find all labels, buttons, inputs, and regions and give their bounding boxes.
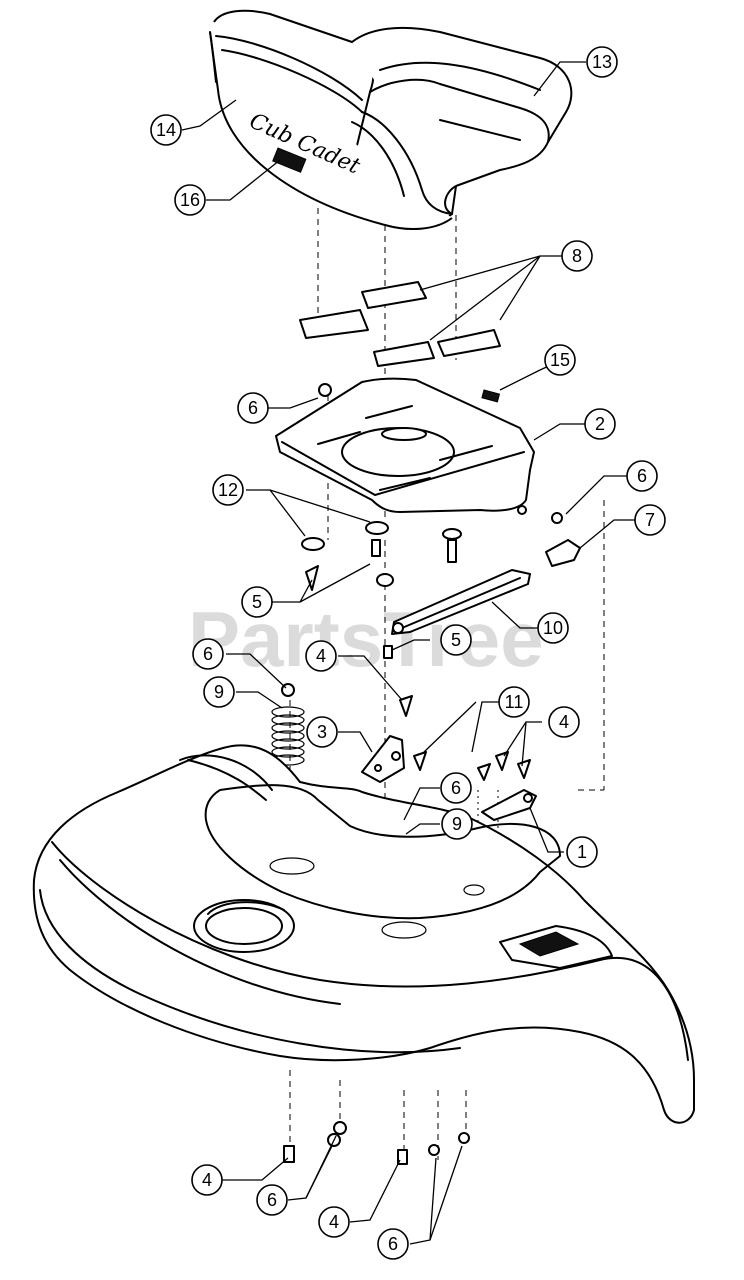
svg-text:6: 6 (388, 1234, 398, 1254)
callout-4d: 4 (318, 1206, 350, 1238)
svg-text:11: 11 (505, 692, 524, 712)
callout-6d: 6 (440, 772, 472, 804)
callout-10: 10 (537, 612, 569, 644)
svg-text:5: 5 (252, 592, 262, 612)
watermark-text: PartsTree (188, 595, 544, 683)
svg-text:4: 4 (316, 646, 326, 666)
callout-6c: 6 (192, 638, 224, 670)
svg-text:7: 7 (645, 510, 655, 530)
svg-text:4: 4 (559, 712, 569, 732)
fender (32, 744, 695, 1124)
callout-4a: 4 (305, 640, 337, 672)
svg-text:4: 4 (329, 1212, 339, 1232)
svg-text:5: 5 (451, 630, 461, 650)
svg-text:9: 9 (214, 682, 224, 702)
callout-12: 12 (212, 474, 244, 506)
svg-text:2: 2 (595, 414, 605, 434)
svg-text:3: 3 (317, 722, 327, 742)
callout-8: 8 (561, 240, 593, 272)
svg-text:6: 6 (203, 644, 213, 664)
svg-text:6: 6 (248, 398, 258, 418)
svg-text:9: 9 (452, 814, 462, 834)
callout-14: 14 (150, 114, 182, 146)
callout-4c: 4 (191, 1164, 223, 1196)
hardware-row (301, 512, 581, 591)
callout-5a: 5 (241, 586, 273, 618)
svg-text:1: 1 (577, 842, 587, 862)
callouts: 13 14 16 8 15 6 2 12 6 7 5 10 5 6 4 9 11… (150, 46, 666, 1260)
callout-3: 3 (306, 716, 338, 748)
svg-text:13: 13 (592, 52, 612, 72)
callout-9b: 9 (441, 808, 473, 840)
seat: Cub Cadet (209, 9, 573, 230)
svg-text:10: 10 (543, 618, 563, 638)
svg-text:4: 4 (202, 1170, 212, 1190)
bottom-hardware (283, 1121, 470, 1165)
callout-6b: 6 (626, 460, 658, 492)
callout-1: 1 (566, 836, 598, 868)
callout-11: 11 (498, 686, 530, 718)
svg-text:6: 6 (637, 466, 647, 486)
callout-4b: 4 (548, 706, 580, 738)
seat-pads (299, 281, 501, 367)
callout-13: 13 (586, 46, 618, 78)
callout-6e: 6 (256, 1184, 288, 1216)
callout-6a: 6 (237, 392, 269, 424)
svg-text:6: 6 (267, 1190, 277, 1210)
callout-15: 15 (544, 344, 576, 376)
svg-text:15: 15 (550, 350, 570, 370)
svg-text:16: 16 (180, 190, 200, 210)
callout-5b: 5 (440, 624, 472, 656)
callout-9a: 9 (203, 676, 235, 708)
callout-7: 7 (634, 504, 666, 536)
svg-text:14: 14 (156, 120, 176, 140)
slide-rail (383, 569, 531, 659)
svg-text:8: 8 (572, 246, 582, 266)
svg-text:12: 12 (218, 480, 238, 500)
seat-pan (275, 377, 535, 515)
callout-6f: 6 (377, 1228, 409, 1260)
callout-2: 2 (584, 408, 616, 440)
callout-16: 16 (174, 184, 206, 216)
brackets (361, 695, 537, 821)
seat-badge (272, 147, 307, 173)
svg-text:6: 6 (451, 778, 461, 798)
